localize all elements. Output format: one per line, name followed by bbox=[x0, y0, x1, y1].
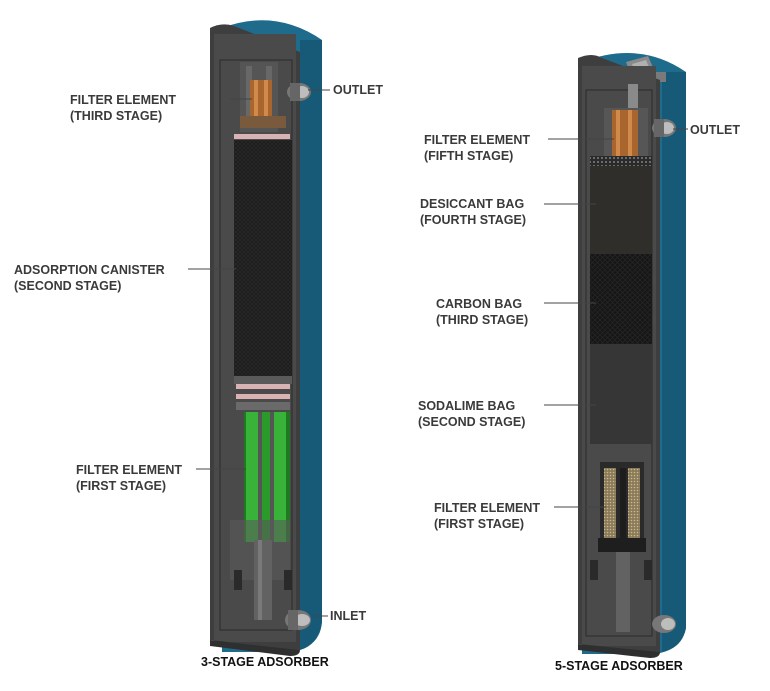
right-filter-fifth-label: FILTER ELEMENT (FIFTH STAGE) bbox=[424, 132, 530, 164]
right-caption: 5-STAGE ADSORBER bbox=[555, 659, 683, 673]
label-line: (FIRST STAGE) bbox=[76, 479, 167, 493]
right-desiccant-label: DESICCANT BAG (FOURTH STAGE) bbox=[420, 196, 526, 228]
left-filter-third-label: FILTER ELEMENT (THIRD STAGE) bbox=[70, 92, 228, 124]
label-line: (FOURTH STAGE) bbox=[420, 213, 527, 227]
label-line: FILTER ELEMENT bbox=[70, 93, 177, 107]
left-adsorption-canister bbox=[234, 140, 292, 376]
left-adsorption-label: ADSORPTION CANISTER (SECOND STAGE) bbox=[14, 262, 165, 294]
right-sodalime-label: SODALIME BAG (SECOND STAGE) bbox=[418, 398, 525, 430]
label-line: (FIRST STAGE) bbox=[434, 517, 525, 531]
five-stage-adsorber bbox=[578, 53, 686, 658]
label-line: (FIFTH STAGE) bbox=[424, 149, 514, 163]
leader-lines bbox=[188, 89, 688, 617]
right-filter-first-label: FILTER ELEMENT (FIRST STAGE) bbox=[434, 500, 540, 532]
left-caption: 3-STAGE ADSORBER bbox=[201, 655, 329, 669]
label-line: DESICCANT BAG bbox=[420, 197, 525, 211]
left-outlet-label: OUTLET bbox=[333, 82, 383, 98]
label-line: (THIRD STAGE) bbox=[436, 313, 529, 327]
label-line: ADSORPTION CANISTER bbox=[14, 263, 165, 277]
label-line: INLET bbox=[330, 609, 367, 623]
right-carbon-label: CARBON BAG (THIRD STAGE) bbox=[436, 296, 528, 328]
label-line: OUTLET bbox=[690, 123, 740, 137]
label-line: (THIRD STAGE) bbox=[70, 109, 163, 123]
label-line: (SECOND STAGE) bbox=[14, 279, 122, 293]
label-line: FILTER ELEMENT bbox=[434, 501, 541, 515]
right-filter-fifth bbox=[612, 110, 638, 160]
label-line: SODALIME BAG bbox=[418, 399, 516, 413]
left-filter-first-label: FILTER ELEMENT (FIRST STAGE) bbox=[76, 462, 182, 494]
label-line: FILTER ELEMENT bbox=[424, 133, 531, 147]
label-line: (SECOND STAGE) bbox=[418, 415, 526, 429]
three-stage-adsorber bbox=[210, 20, 322, 656]
left-inlet-label: INLET bbox=[330, 608, 366, 624]
right-outlet-label: OUTLET bbox=[690, 122, 740, 138]
right-carbon-bag bbox=[590, 254, 652, 344]
right-filter-first bbox=[598, 462, 646, 552]
label-line: CARBON BAG bbox=[436, 297, 523, 311]
label-line: FILTER ELEMENT bbox=[76, 463, 183, 477]
label-line: OUTLET bbox=[333, 83, 383, 97]
